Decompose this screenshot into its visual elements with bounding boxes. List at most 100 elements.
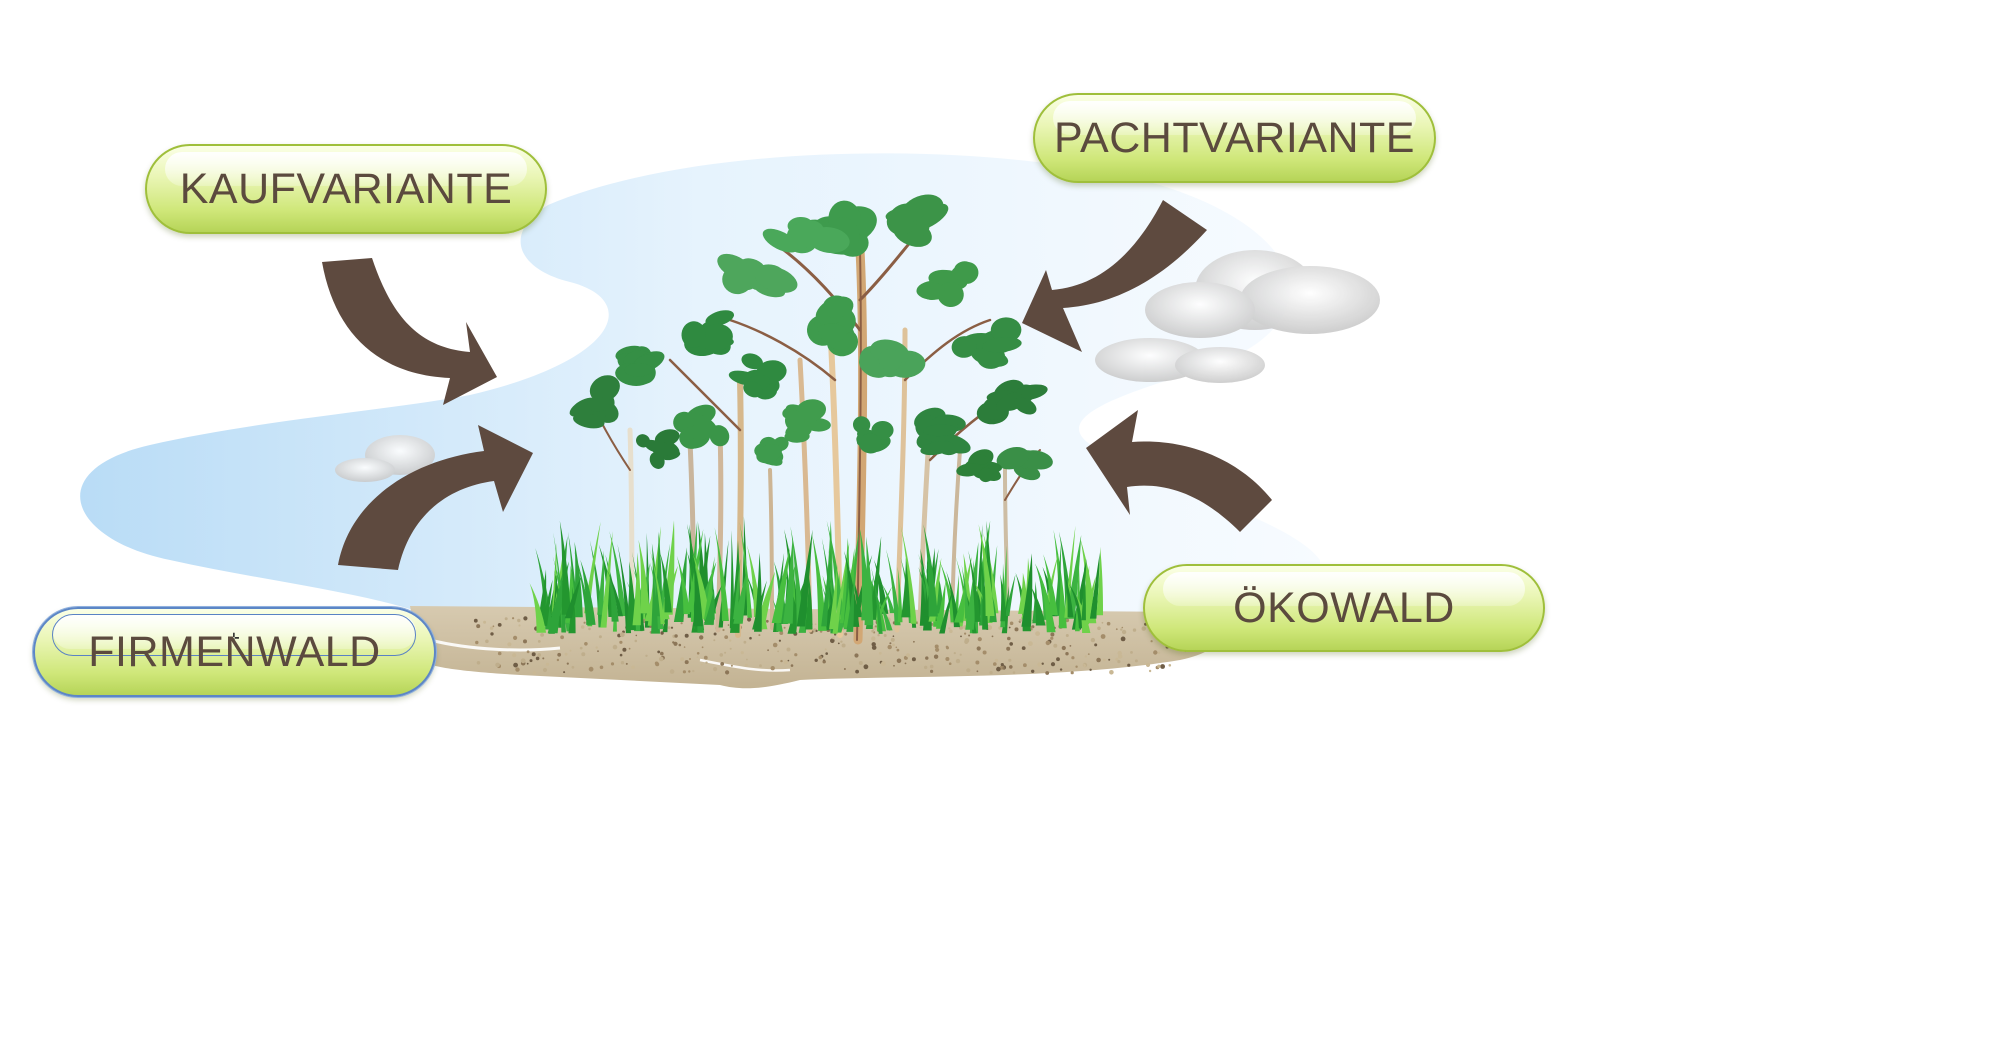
gravel-stone [959, 653, 962, 656]
grass-blade [733, 568, 747, 624]
leaf [762, 228, 799, 253]
gravel-stone [1061, 645, 1066, 651]
gravel-stone [476, 624, 481, 629]
gravel-stone [713, 639, 716, 642]
gravel-stone [1065, 634, 1069, 637]
grass-blade [821, 547, 832, 627]
firmenwald-text[interactable]: FIRMENWALD [88, 627, 381, 676]
gravel-stone [720, 662, 725, 666]
gravel-stone [724, 651, 727, 654]
gravel-stone [930, 669, 934, 674]
gravel-stone [896, 648, 900, 652]
grass-blade [1081, 563, 1086, 621]
gravel-stone [1141, 626, 1146, 631]
gravel-stone [794, 653, 798, 657]
gravel-stone [579, 646, 583, 650]
gravel-stone [818, 655, 823, 660]
gravel-stone [595, 646, 598, 649]
gravel-stone [1056, 657, 1060, 662]
grass-blade [632, 552, 641, 626]
gravel-stone [1028, 641, 1033, 646]
gravel-stone [727, 624, 730, 626]
gravel-stone [542, 657, 545, 660]
gravel-stone [631, 665, 635, 669]
gravel-stone [597, 650, 599, 653]
grass-blade [659, 552, 672, 613]
gravel-stone [672, 641, 675, 644]
leaf [858, 433, 882, 454]
gravel-stone [896, 658, 902, 664]
gravel-stone [1035, 631, 1040, 636]
gravel-stone [833, 633, 837, 636]
gravel-stone [683, 646, 686, 648]
gravel-stone [786, 647, 791, 652]
gravel-stone [844, 632, 848, 636]
gravel-stone [659, 656, 664, 662]
gravel-stone [1014, 627, 1019, 632]
leaf [688, 425, 709, 440]
gravel-stone [1157, 664, 1161, 668]
gravel-stone [953, 652, 956, 655]
grass-blade [1064, 525, 1076, 618]
gravel-stone [913, 640, 915, 643]
gravel-stone [713, 632, 717, 636]
gravel-stone [560, 635, 564, 640]
grass-blade [901, 557, 911, 618]
gravel-stone [840, 640, 843, 643]
gravel-stone [598, 635, 602, 639]
gravel-stone [680, 657, 685, 662]
gravel-stone [1106, 621, 1111, 626]
gravel-stone [895, 646, 898, 649]
gravel-stone [483, 620, 487, 624]
gravel-stone [517, 618, 521, 623]
gravel-stone [1019, 618, 1022, 622]
gravel-stone [489, 626, 494, 630]
gravel-stone [883, 634, 887, 637]
leaf [796, 399, 827, 422]
gravel-stone [996, 666, 1001, 672]
leaf [754, 265, 798, 293]
gravel-stone [814, 623, 817, 626]
gravel-stone [634, 639, 638, 643]
gravel-stone [722, 628, 725, 632]
leaf [920, 441, 954, 456]
gravel-stone [649, 625, 652, 628]
grass-blade [886, 549, 901, 626]
gravel-stone [1009, 642, 1013, 646]
oekowald-label: ÖKOWALD [1143, 564, 1545, 652]
gravel-stone [889, 642, 892, 645]
gravel-stone [703, 655, 708, 660]
leaf [573, 413, 605, 429]
grass-blade [811, 533, 827, 631]
gravel-stone [1115, 657, 1119, 662]
grass-blade [1021, 553, 1033, 627]
gravel-stone [523, 616, 528, 621]
grass-blade [1064, 572, 1074, 618]
gravel-stone [924, 665, 928, 670]
grass-blade [1054, 543, 1062, 616]
grass-blade [790, 526, 804, 625]
gravel-stone [959, 625, 963, 630]
gravel-stone [871, 636, 876, 641]
gravel-stone [964, 632, 967, 635]
gravel-stone [1121, 629, 1127, 635]
oekowald-text: ÖKOWALD [1233, 583, 1455, 632]
firmenwald-label[interactable]: FIRMENWALD [33, 607, 436, 697]
leaf [951, 336, 977, 358]
gravel-stone [1120, 636, 1126, 642]
gravel-stone [758, 634, 761, 637]
grass-blade [714, 527, 729, 621]
leaf [996, 447, 1030, 470]
gravel-stone [1096, 657, 1101, 663]
gravel-stone [526, 662, 529, 665]
leaf [885, 206, 925, 224]
grass-blade [597, 550, 605, 615]
grass-blade [796, 529, 813, 627]
gravel-stone [1160, 664, 1165, 669]
gravel-stone [832, 636, 835, 640]
gravel-stone [1108, 658, 1111, 661]
gravel-stone [1050, 662, 1056, 667]
kaufvariante-label: KAUFVARIANTE [145, 144, 547, 234]
gravel-stone [620, 661, 625, 665]
leaf [743, 381, 763, 398]
